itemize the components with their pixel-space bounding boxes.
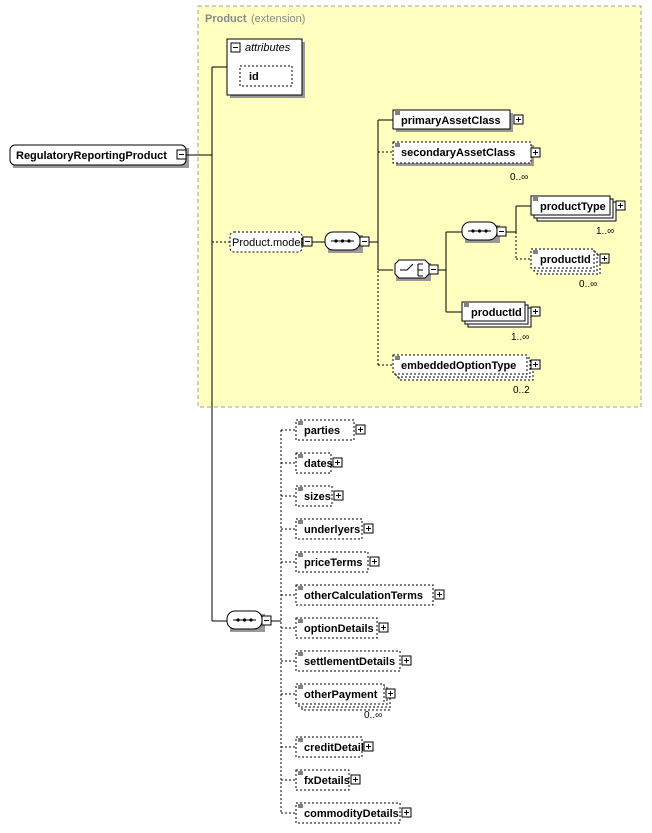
- attribute-id-box: [239, 65, 293, 87]
- extension-base-label: Product: [205, 13, 247, 25]
- element-product-id[interactable]: [461, 301, 526, 322]
- attributes-title: attributes: [245, 42, 291, 54]
- element-settlement-details[interactable]: [295, 650, 401, 672]
- element-other-payment[interactable]: [295, 683, 385, 705]
- element-label: sizes: [304, 491, 331, 503]
- element-label: optionDetails: [304, 623, 374, 635]
- choice-compositor[interactable]: [394, 259, 430, 279]
- element-label: secondaryAssetClass: [401, 147, 515, 159]
- product-model-group[interactable]: [229, 231, 303, 253]
- element-label: commodityDetails: [304, 808, 399, 820]
- element-label: embeddedOptionType: [401, 360, 516, 372]
- element-product-id-optional[interactable]: [530, 248, 595, 269]
- extension-suffix-label: (extension): [251, 13, 305, 25]
- element-label: primaryAssetClass: [401, 115, 501, 127]
- element-embedded-option-type[interactable]: [392, 354, 528, 375]
- element-price-terms[interactable]: [295, 551, 369, 573]
- element-product-type[interactable]: [530, 195, 611, 216]
- sequence-children: parties dates sizes underlyers priceTerms oth…: [281, 419, 445, 824]
- product-model-label: Product.model: [232, 237, 303, 249]
- element-label: productId: [540, 254, 591, 266]
- element-label: otherCalculationTerms: [304, 590, 423, 602]
- element-credit-details[interactable]: [295, 736, 363, 758]
- cardinality: 0..2: [513, 385, 530, 396]
- element-sizes[interactable]: [295, 485, 333, 507]
- element-label: settlementDetails: [304, 656, 395, 668]
- element-label: fxDetails: [304, 775, 350, 787]
- element-label: dates: [304, 458, 333, 470]
- element-primary-asset-class[interactable]: [392, 109, 511, 130]
- element-label: underlyers: [304, 524, 360, 536]
- element-parties[interactable]: [295, 419, 355, 441]
- element-dates[interactable]: [295, 452, 332, 474]
- element-label: creditDetails: [304, 742, 370, 754]
- cardinality: 1..∞: [511, 332, 529, 343]
- cardinality: 0..∞: [510, 172, 528, 183]
- attribute-id-label: id: [249, 71, 259, 83]
- element-option-details[interactable]: [295, 617, 378, 639]
- element-label: productType: [540, 201, 606, 213]
- root-element-label: RegulatoryReportingProduct: [16, 150, 167, 162]
- element-other-calculation-terms[interactable]: [295, 584, 434, 606]
- element-label: priceTerms: [304, 557, 363, 569]
- element-label: productId: [471, 307, 522, 319]
- cardinality: 0..∞: [364, 710, 382, 721]
- element-commodity-details[interactable]: [295, 802, 401, 824]
- element-underlyers[interactable]: [295, 518, 363, 540]
- cardinality: 0..∞: [579, 279, 597, 290]
- element-label: otherPayment: [304, 689, 378, 701]
- element-fx-details[interactable]: [295, 769, 350, 791]
- element-label: parties: [304, 425, 340, 437]
- cardinality: 1..∞: [596, 226, 614, 237]
